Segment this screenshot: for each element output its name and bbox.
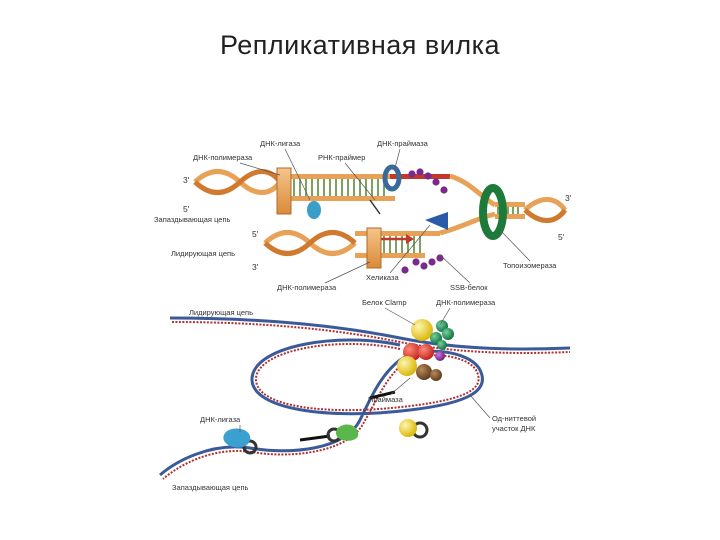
ssb-proteins xyxy=(401,168,448,274)
top-leader-lines xyxy=(239,148,531,284)
top-replication-fork: 3' 5' 5' 3' 3' 5' ДНК-лигаза ДНК-праймаз… xyxy=(154,139,572,292)
bottom-leader-lines xyxy=(239,307,491,432)
fork-convergence xyxy=(439,173,525,236)
label-dna-primase: ДНК-праймаза xyxy=(377,139,429,148)
label-dna-ligase: ДНК-лигаза xyxy=(260,139,301,148)
ssb-protein-dot xyxy=(424,172,432,180)
label-lagging-strand-bottom: Запаздывающая цепь xyxy=(172,483,249,492)
replisome-cluster xyxy=(397,319,454,381)
leading-strand-line xyxy=(169,316,571,351)
label-rna-primer: РНК-праймер xyxy=(318,153,365,162)
label-leading-strand: Лидирующая цепь xyxy=(171,249,235,258)
label-dna-polymerase-top: ДНК-полимераза xyxy=(193,153,253,162)
upper-strands xyxy=(280,174,450,201)
lagging-strand-loop xyxy=(159,338,484,477)
upper-helix-left xyxy=(193,169,283,195)
label-clamp-protein: Белок Clamp xyxy=(362,298,407,307)
slide-title: Репликативная вилка xyxy=(219,30,501,60)
label-helicase: Хеликаза xyxy=(366,273,399,282)
rna-primer-arrow xyxy=(369,199,381,215)
label-dna-polymerase-bottom2: ДНК-полимераза xyxy=(436,298,496,307)
lower-helix-left xyxy=(263,230,357,256)
ssb-protein-dot xyxy=(416,168,424,176)
dna-polymerase-lower xyxy=(366,227,382,269)
right-helix xyxy=(523,197,568,223)
ssb-protein-dot xyxy=(428,258,436,266)
dna-polymerase-upper xyxy=(276,167,292,215)
end-label: 5' xyxy=(558,232,565,242)
ssb-protein-dot xyxy=(440,186,448,194)
end-label: 3' xyxy=(565,193,572,203)
leading-arrow-head xyxy=(406,234,414,244)
end-label: 5' xyxy=(252,229,259,239)
ssb-protein-dot xyxy=(401,266,409,274)
label-dna-ligase-bottom: ДНК-лигаза xyxy=(200,415,241,424)
label-primase: Праймаза xyxy=(368,395,404,404)
label-single-strand-line1: Од-ниттевой xyxy=(492,414,536,423)
end-label: 5' xyxy=(183,204,190,214)
ssb-protein-dot xyxy=(412,258,420,266)
label-topoisomerase: Топоизомераза xyxy=(503,261,557,270)
label-single-strand-line2: участок ДНК xyxy=(492,424,536,433)
end-label: 3' xyxy=(183,175,190,185)
end-label: 3' xyxy=(252,262,259,272)
ssb-protein-dot xyxy=(436,254,444,262)
upper-rungs xyxy=(293,179,385,196)
topoisomerase-ring xyxy=(479,184,507,240)
helicase-icon xyxy=(425,212,448,230)
primase-blob xyxy=(335,424,359,441)
polymerase-sphere xyxy=(399,419,417,437)
dna-ligase-icon xyxy=(307,201,321,219)
ssb-protein-dot xyxy=(408,170,416,178)
dna-primase-icon xyxy=(382,164,402,192)
bottom-replisome: Лидирующая цепь Белок Clamp ДНК-полимера… xyxy=(159,298,571,492)
ssb-protein-dot xyxy=(420,262,428,270)
label-leading-strand-bottom: Лидирующая цепь xyxy=(189,308,253,317)
ssb-protein-dot xyxy=(432,178,440,186)
label-lagging-strand: Запаздывающая цепь xyxy=(154,215,231,224)
label-ssb-protein: SSB-белок xyxy=(450,283,488,292)
clamp-ring-icon xyxy=(242,439,258,455)
dna-ligase-blob xyxy=(223,428,251,448)
label-dna-polymerase-bottom: ДНК-полимераза xyxy=(277,283,337,292)
